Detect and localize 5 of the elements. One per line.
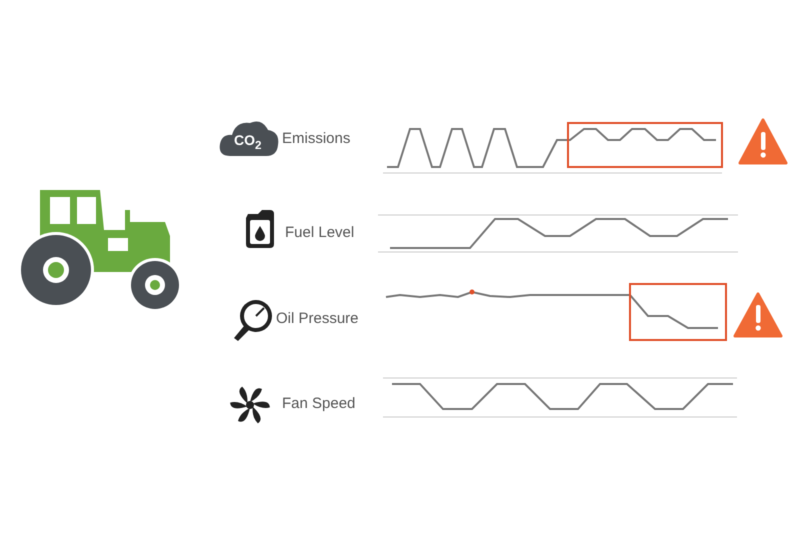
- icon-caption: CO$_{2}$: [234, 132, 262, 154]
- metric-label: Fuel Level: [285, 224, 354, 242]
- metric-label: Emissions: [282, 130, 350, 148]
- metric-label: Fan Speed: [282, 395, 356, 413]
- metric-label: Oil Pressure: [276, 310, 359, 328]
